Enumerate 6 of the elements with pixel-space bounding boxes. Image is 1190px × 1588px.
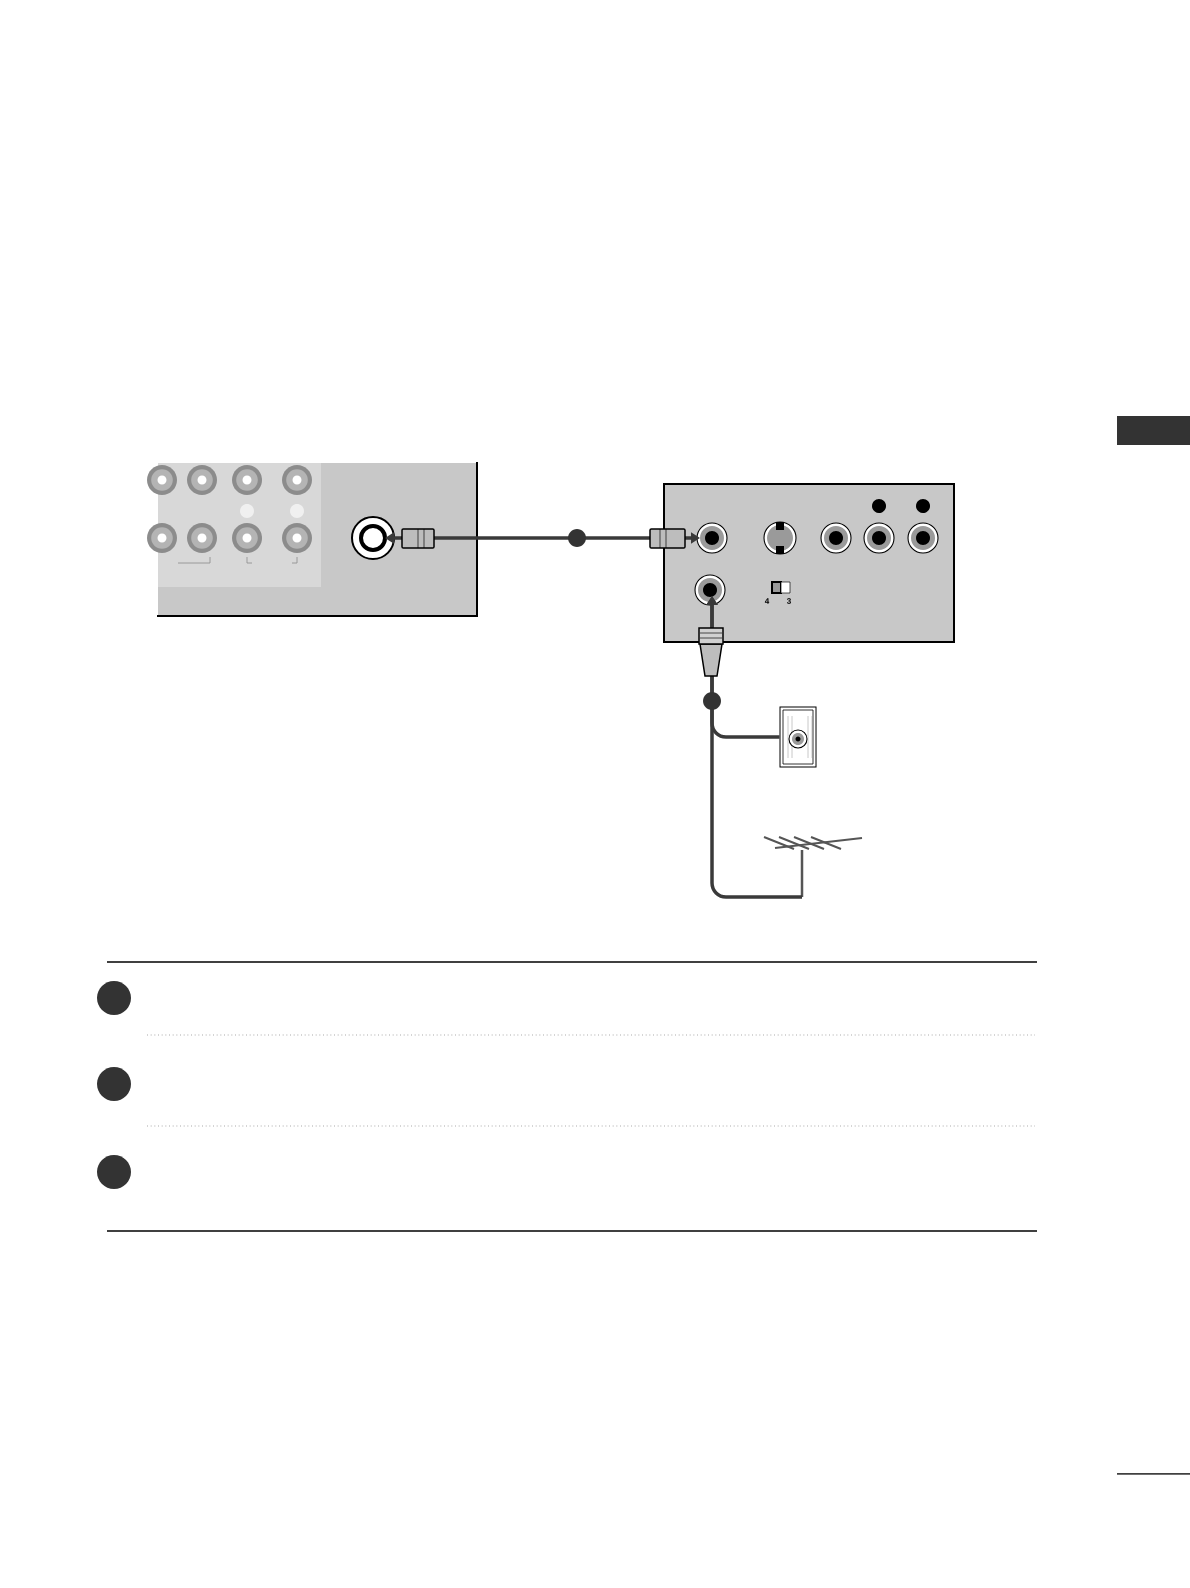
antenna-drawing bbox=[763, 836, 863, 897]
device-panel bbox=[147, 462, 478, 617]
switch-label: 3 bbox=[786, 598, 791, 604]
tv-panel bbox=[663, 483, 955, 643]
switch-label: 4 bbox=[764, 598, 770, 604]
wall-jack bbox=[779, 706, 817, 768]
